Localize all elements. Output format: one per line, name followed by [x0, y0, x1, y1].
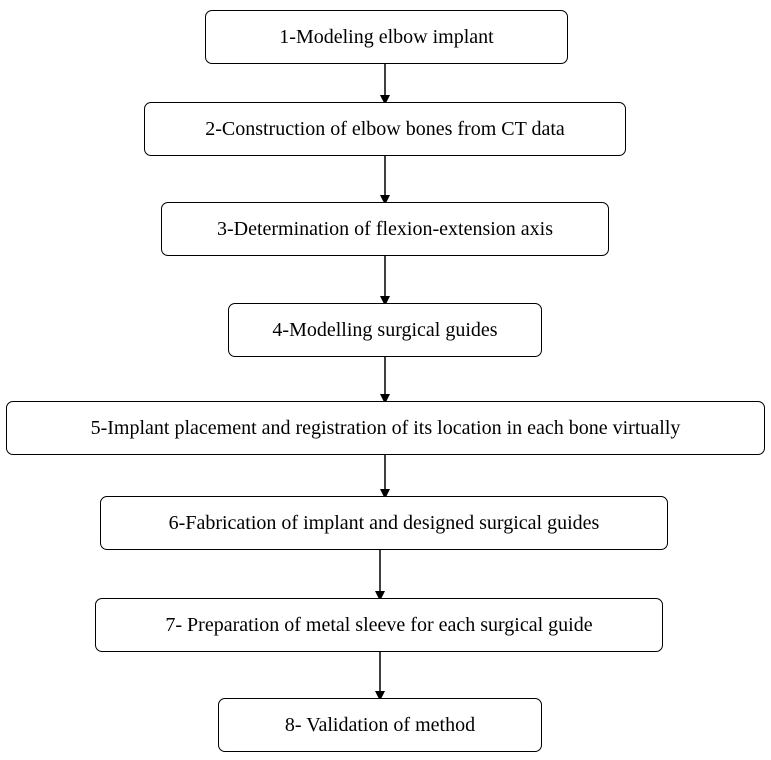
step-5-label: 5-Implant placement and registration of …: [90, 416, 681, 439]
step-6-label: 6-Fabrication of implant and designed su…: [168, 511, 600, 534]
step-7-label: 7- Preparation of metal sleeve for each …: [165, 613, 593, 636]
step-2-box: 2-Construction of elbow bones from CT da…: [144, 102, 626, 156]
step-6-box: 6-Fabrication of implant and designed su…: [100, 496, 668, 550]
step-4-box: 4-Modelling surgical guides: [228, 303, 542, 357]
step-8-label: 8- Validation of method: [284, 713, 476, 736]
step-3-label: 3-Determination of flexion-extension axi…: [216, 217, 553, 240]
step-4-label: 4-Modelling surgical guides: [272, 318, 498, 341]
step-7-box: 7- Preparation of metal sleeve for each …: [95, 598, 663, 652]
step-2-label: 2-Construction of elbow bones from CT da…: [205, 117, 565, 140]
step-1-box: 1-Modeling elbow implant: [205, 10, 568, 64]
step-8-box: 8- Validation of method: [218, 698, 542, 752]
step-5-box: 5-Implant placement and registration of …: [6, 401, 765, 455]
step-1-label: 1-Modeling elbow implant: [279, 25, 494, 48]
step-3-box: 3-Determination of flexion-extension axi…: [161, 202, 609, 256]
